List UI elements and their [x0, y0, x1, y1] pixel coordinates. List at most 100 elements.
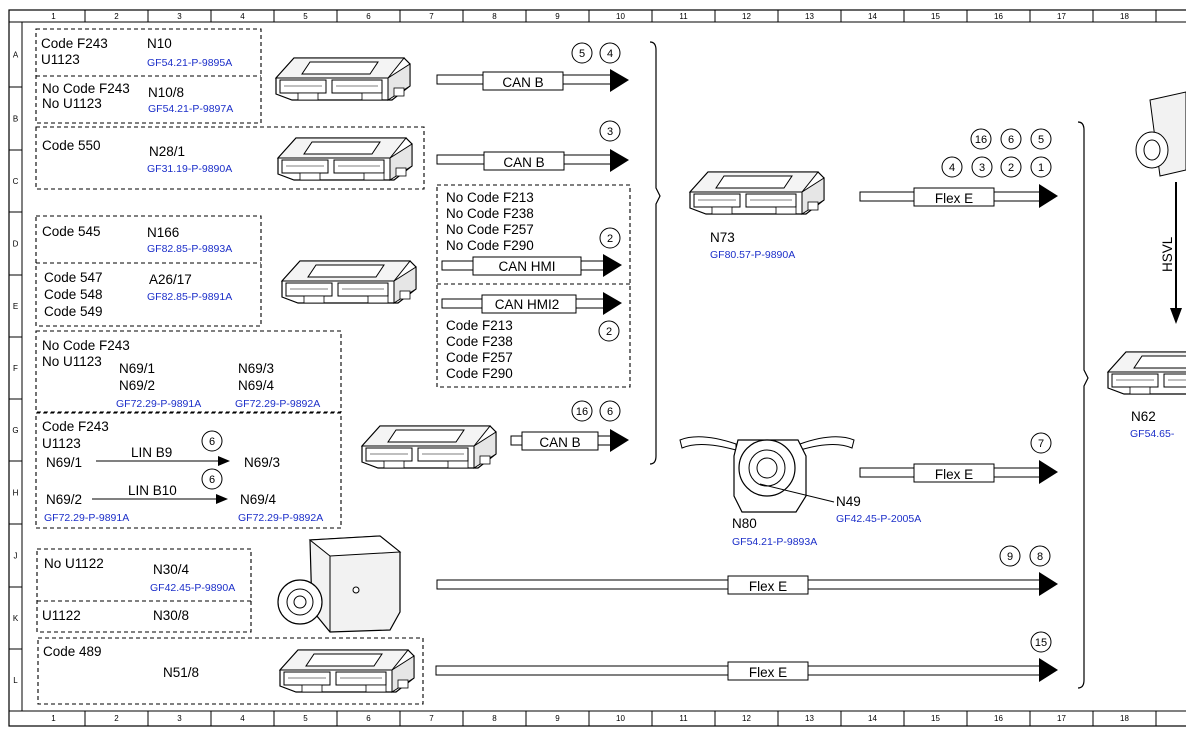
- grid-column-label: 13: [805, 12, 814, 21]
- grid-column-label: 14: [868, 714, 877, 723]
- code-label: U1122: [42, 608, 81, 623]
- module-name: N49: [836, 494, 861, 509]
- bus-can-b-3: CAN B 16 6: [510, 400, 629, 452]
- grid-column-label: 8: [492, 714, 497, 723]
- connector-number: 2: [1008, 162, 1014, 174]
- grid-column-label: 10: [616, 714, 625, 723]
- bus-label: CAN B: [503, 155, 544, 170]
- grid-column-label: 18: [1120, 12, 1129, 21]
- module-name: N69/3: [238, 361, 274, 376]
- grid-column-label: 15: [931, 12, 940, 21]
- connector-number: 6: [209, 474, 215, 486]
- code-label: No Code F213: [446, 190, 534, 205]
- grid-column-label: 7: [429, 12, 434, 21]
- connector-number: 15: [1035, 637, 1047, 649]
- grid-column-label: 4: [240, 714, 245, 723]
- bus-flex-e-3: Flex E 9 8: [436, 545, 1058, 596]
- grid-column-label: 12: [742, 714, 751, 723]
- grid-column-label: 13: [805, 714, 814, 723]
- group-n30: No U1122 N30/4 GF42.45-P-9890A U1122 N30…: [36, 548, 252, 633]
- reference-link: GF54.21-P-9897A: [148, 103, 233, 115]
- group-n10: Code F243 U1123 N10 GF54.21-P-9895A No C…: [35, 28, 262, 124]
- bus-can-b-2: CAN B 3: [436, 120, 629, 172]
- grid-row-label: A: [13, 51, 19, 60]
- module-name: N51/8: [163, 665, 199, 680]
- gateway-component-image: [1135, 91, 1186, 177]
- bus-label: CAN HMI: [499, 259, 556, 274]
- code-label: Code 489: [43, 644, 102, 659]
- connector-number: 9: [1007, 551, 1013, 563]
- connector-number: 8: [1037, 551, 1043, 563]
- bus-label: Flex E: [935, 191, 973, 206]
- connector-number: 7: [1038, 438, 1044, 450]
- bus-label: Flex E: [749, 665, 787, 680]
- connector-number: 5: [1038, 134, 1044, 146]
- grid-row-label: J: [14, 552, 18, 561]
- bus-label: CAN B: [539, 435, 580, 450]
- connector-number: 4: [949, 162, 955, 174]
- reference-link: GF72.29-P-9892A: [238, 512, 323, 524]
- module-name: N10: [147, 36, 172, 51]
- bus-flex-e-1: Flex E 16 6 5 4 3 2 1: [859, 128, 1058, 208]
- control-unit-n28-1-image: [277, 137, 413, 181]
- reference-link: GF54.65-: [1130, 428, 1175, 440]
- code-label: No U1123: [42, 96, 102, 111]
- connector-number: 16: [975, 134, 987, 146]
- grid-row-label: L: [13, 676, 18, 685]
- module-name: N73: [710, 230, 735, 245]
- bus-flex-e-2: Flex E 7: [859, 432, 1058, 484]
- reference-link: GF82.85-P-9891A: [147, 291, 232, 303]
- code-label: U1123: [42, 436, 81, 451]
- group-n69-no-code: No Code F243 No U1123 N69/1 N69/2 N69/3 …: [35, 330, 342, 413]
- lin-bus-label: LIN B10: [128, 483, 177, 498]
- code-label: Code F243: [42, 419, 109, 434]
- grid-row-label: B: [13, 115, 18, 124]
- module-name: A26/17: [149, 272, 192, 287]
- connector-number: 2: [606, 326, 612, 338]
- reference-link: GF82.85-P-9893A: [147, 243, 232, 255]
- grid-column-label: 9: [555, 714, 560, 723]
- grid-row-label: G: [12, 426, 18, 435]
- module-name: N69/3: [244, 455, 280, 470]
- code-label: No U1123: [42, 354, 102, 369]
- module-name: N69/1: [119, 361, 155, 376]
- reference-link: GF42.45-P-2005A: [836, 513, 921, 525]
- module-name: N28/1: [149, 144, 185, 159]
- module-name: N62: [1131, 409, 1156, 424]
- control-unit-n69-image: [361, 425, 497, 469]
- code-label: No U1122: [44, 556, 104, 571]
- reference-link: GF80.57-P-9890A: [710, 249, 795, 261]
- code-label: No Code F290: [446, 238, 534, 253]
- grid-column-label: 14: [868, 12, 877, 21]
- connector-number: 4: [607, 48, 613, 60]
- reference-link: GF72.29-P-9891A: [44, 512, 129, 524]
- bus-flex-e-4: Flex E 15: [435, 631, 1058, 682]
- bus-label: CAN B: [502, 75, 543, 90]
- connector-number: 3: [607, 126, 613, 138]
- module-name: N69/4: [240, 492, 277, 507]
- module-name: N30/8: [153, 608, 189, 623]
- grid-column-label: 6: [366, 12, 371, 21]
- connector-number: 1: [1038, 162, 1044, 174]
- grid-column-label: 16: [994, 714, 1003, 723]
- connector-number: 6: [209, 436, 215, 448]
- module-name: N69/2: [46, 492, 82, 507]
- code-label: Code F257: [446, 350, 513, 365]
- grid-column-label: 4: [240, 12, 245, 21]
- grid-column-label: 17: [1057, 12, 1066, 21]
- control-unit-n62-image: [1107, 351, 1186, 395]
- code-label: Code F213: [446, 318, 513, 333]
- grid-column-label: 5: [303, 714, 308, 723]
- bus-label: CAN HMI2: [495, 297, 560, 312]
- module-name: N69/1: [46, 455, 82, 470]
- connector-number: 16: [576, 406, 588, 418]
- bus-label: Flex E: [749, 579, 787, 594]
- connector-number: 6: [1008, 134, 1014, 146]
- code-label: Code 548: [44, 287, 103, 302]
- grid-column-label: 3: [177, 12, 182, 21]
- reference-link: GF72.29-P-9892A: [235, 398, 320, 410]
- grid-column-label: 9: [555, 12, 560, 21]
